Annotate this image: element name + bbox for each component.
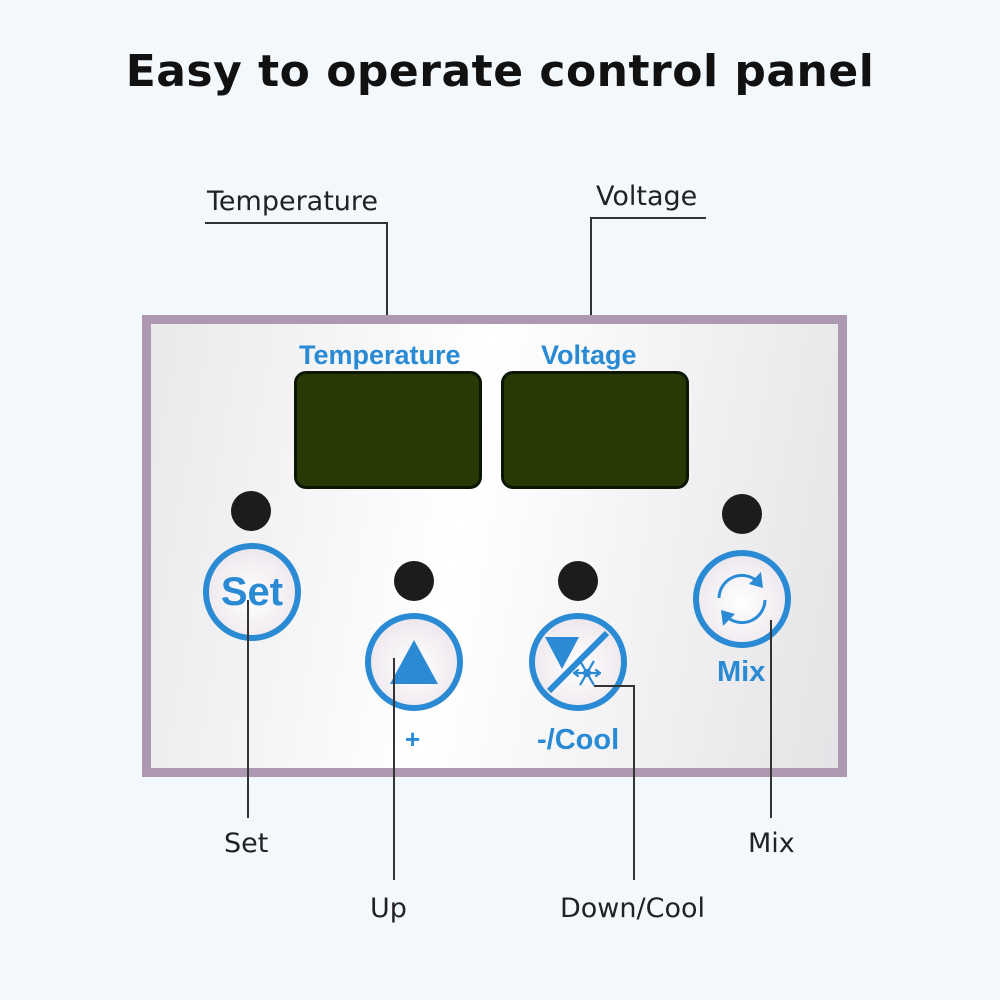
up-button[interactable] xyxy=(365,613,463,711)
down-cool-label: -/Cool xyxy=(537,724,619,757)
triangle-down-snowflake-icon xyxy=(545,630,610,694)
callout-voltage-leader xyxy=(590,217,592,342)
voltage-display xyxy=(501,371,689,489)
mix-label: Mix xyxy=(717,656,766,688)
callout-temperature: Temperature xyxy=(207,186,379,217)
callout-down-cool: Down/Cool xyxy=(560,893,705,924)
callout-set-leader xyxy=(247,600,249,818)
set-indicator-led xyxy=(231,491,271,531)
callout-voltage: Voltage xyxy=(596,181,698,212)
up-indicator-led xyxy=(394,561,434,601)
cool-label: /Cool xyxy=(546,724,620,756)
callout-mix: Mix xyxy=(748,828,795,859)
mix-indicator-led xyxy=(722,494,762,534)
set-button[interactable]: Set xyxy=(203,543,301,641)
plus-label: + xyxy=(405,724,421,754)
callout-mix-leader xyxy=(770,620,772,818)
control-panel: Temperature Voltage Set + xyxy=(142,315,847,777)
panel-voltage-label: Voltage xyxy=(541,340,637,370)
down-cool-button[interactable] xyxy=(529,613,627,711)
panel-temperature-label: Temperature xyxy=(299,340,461,370)
set-button-label: Set xyxy=(220,569,284,614)
callout-set: Set xyxy=(224,828,269,859)
callout-up: Up xyxy=(370,893,407,924)
callout-down-cool-hline xyxy=(594,685,634,687)
triangle-up-icon xyxy=(390,640,438,684)
page-title: Easy to operate control panel xyxy=(125,46,875,97)
circular-arrows-icon xyxy=(717,572,767,626)
mix-button[interactable] xyxy=(693,550,791,648)
temperature-display xyxy=(294,371,482,489)
callout-temperature-line xyxy=(205,222,387,224)
callout-down-cool-leader xyxy=(633,685,635,880)
down-indicator-led xyxy=(558,561,598,601)
minus-label: - xyxy=(537,724,547,756)
callout-up-leader xyxy=(393,658,395,880)
callout-temperature-leader xyxy=(386,222,388,342)
callout-voltage-line xyxy=(590,217,706,219)
